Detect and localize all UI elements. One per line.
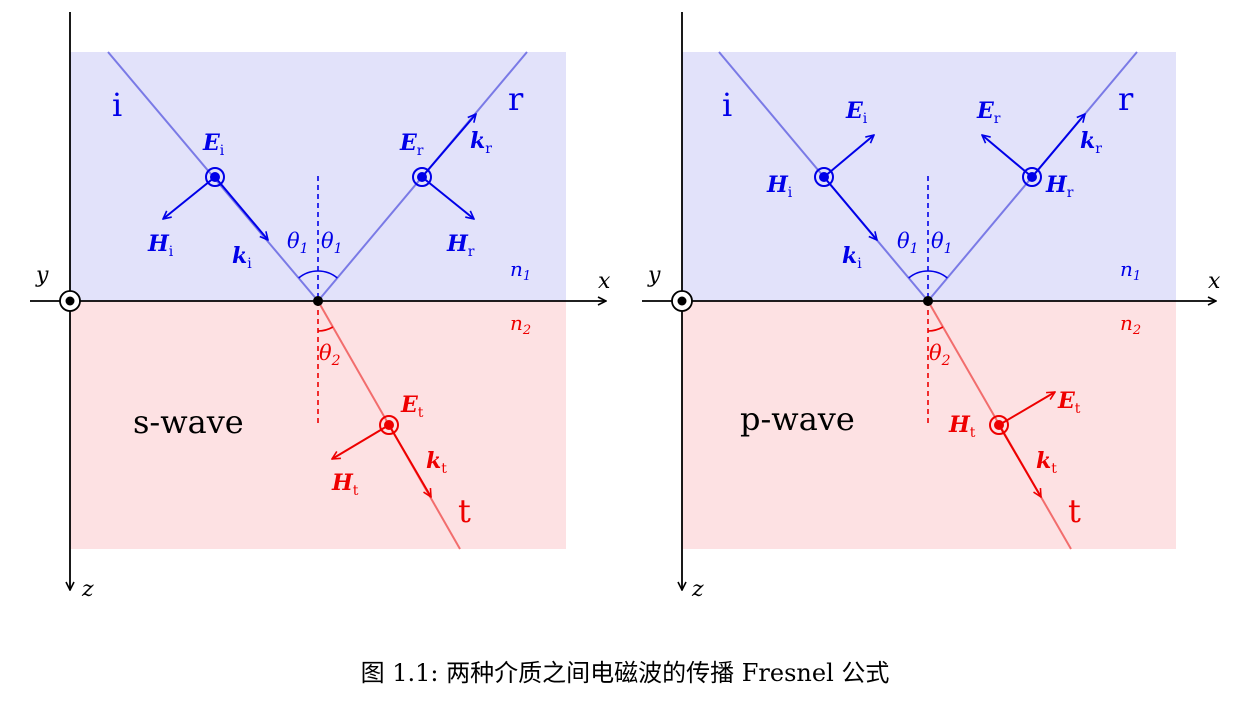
medium-2-region	[682, 301, 1176, 549]
Hr-arrow	[421, 176, 474, 219]
Ei-arrow	[823, 135, 874, 178]
y-axis-out-of-page-icon	[59, 290, 81, 312]
Hi-label: Hi	[147, 231, 174, 260]
kt-arrow	[388, 424, 431, 497]
ray-label-i: i	[112, 86, 122, 124]
Ht-arrow	[332, 424, 390, 459]
kr-label: kr	[1080, 128, 1102, 157]
x-axis-label: x	[1208, 269, 1221, 294]
theta1-arc-left	[908, 270, 929, 279]
ray-label-r: r	[1118, 80, 1134, 118]
y-axis-out-of-page-icon	[671, 290, 693, 312]
ray-label-t: t	[1068, 492, 1081, 530]
ki-label: ki	[232, 243, 252, 272]
kt-label: kt	[426, 448, 447, 477]
kr-arrow	[421, 114, 476, 178]
kr-label: kr	[470, 128, 492, 157]
theta1-arc-right	[317, 270, 338, 279]
theta1-label-left: θ1	[287, 229, 309, 257]
Ht-label: Ht	[331, 470, 359, 499]
theta1-label-right: θ1	[321, 229, 343, 257]
panel-s-wave: x y z θ1 θ1 θ2 n1 n2 i r t Ei Hi ki	[30, 12, 611, 602]
theta2-label: θ2	[929, 341, 951, 369]
Er-label: Er	[399, 130, 424, 159]
ray-label-t: t	[458, 492, 471, 530]
n1-label: n1	[1120, 257, 1141, 284]
Et-label: Et	[400, 392, 424, 421]
theta1-arc-left	[298, 270, 319, 279]
kt-label: kt	[1036, 448, 1057, 477]
x-axis-label: x	[598, 269, 611, 294]
kr-arrow	[1031, 114, 1085, 178]
y-axis-label: y	[35, 263, 49, 288]
y-axis-label: y	[647, 263, 661, 288]
kt-arrow	[998, 424, 1041, 497]
Et-label: Et	[1057, 388, 1081, 417]
incidence-point	[923, 296, 933, 306]
panel-label-p-wave: p-wave	[740, 400, 855, 438]
theta1-label-right: θ1	[931, 229, 953, 257]
medium-2-region	[70, 301, 566, 549]
Ei-label: Ei	[202, 130, 225, 159]
theta2-arc	[927, 326, 944, 332]
ray-label-i: i	[722, 86, 732, 124]
Hr-label: Hr	[1045, 172, 1074, 201]
ki-arrow	[214, 176, 268, 240]
Hi-arrow	[163, 176, 216, 219]
ki-arrow	[823, 176, 877, 240]
ray-label-r: r	[508, 80, 524, 118]
Er-label: Er	[976, 98, 1001, 127]
Er-arrow	[982, 135, 1033, 178]
theta1-label-left: θ1	[897, 229, 919, 257]
Hi-label: Hi	[766, 172, 793, 201]
Hr-label: Hr	[446, 231, 475, 260]
theta2-label: θ2	[319, 341, 341, 369]
panel-p-wave: x y z θ1 θ1 θ2 n1 n2 i r t Ei Hi ki	[642, 12, 1221, 602]
ki-label: ki	[842, 243, 862, 272]
n2-label: n2	[1120, 311, 1141, 338]
Ei-label: Ei	[845, 98, 868, 127]
panel-label-s-wave: s-wave	[133, 403, 244, 441]
theta1-arc-right	[927, 270, 948, 279]
n2-label: n2	[510, 311, 531, 338]
n1-label: n1	[510, 257, 531, 284]
medium-1-region	[682, 52, 1176, 301]
incidence-point	[313, 296, 323, 306]
z-axis-label: z	[81, 577, 94, 602]
figure-caption: 图 1.1: 两种介质之间电磁波的传播 Fresnel 公式	[361, 659, 890, 687]
Ht-label: Ht	[948, 412, 976, 441]
z-axis-label: z	[691, 577, 704, 602]
Et-arrow	[998, 392, 1055, 426]
theta2-arc	[317, 326, 334, 332]
